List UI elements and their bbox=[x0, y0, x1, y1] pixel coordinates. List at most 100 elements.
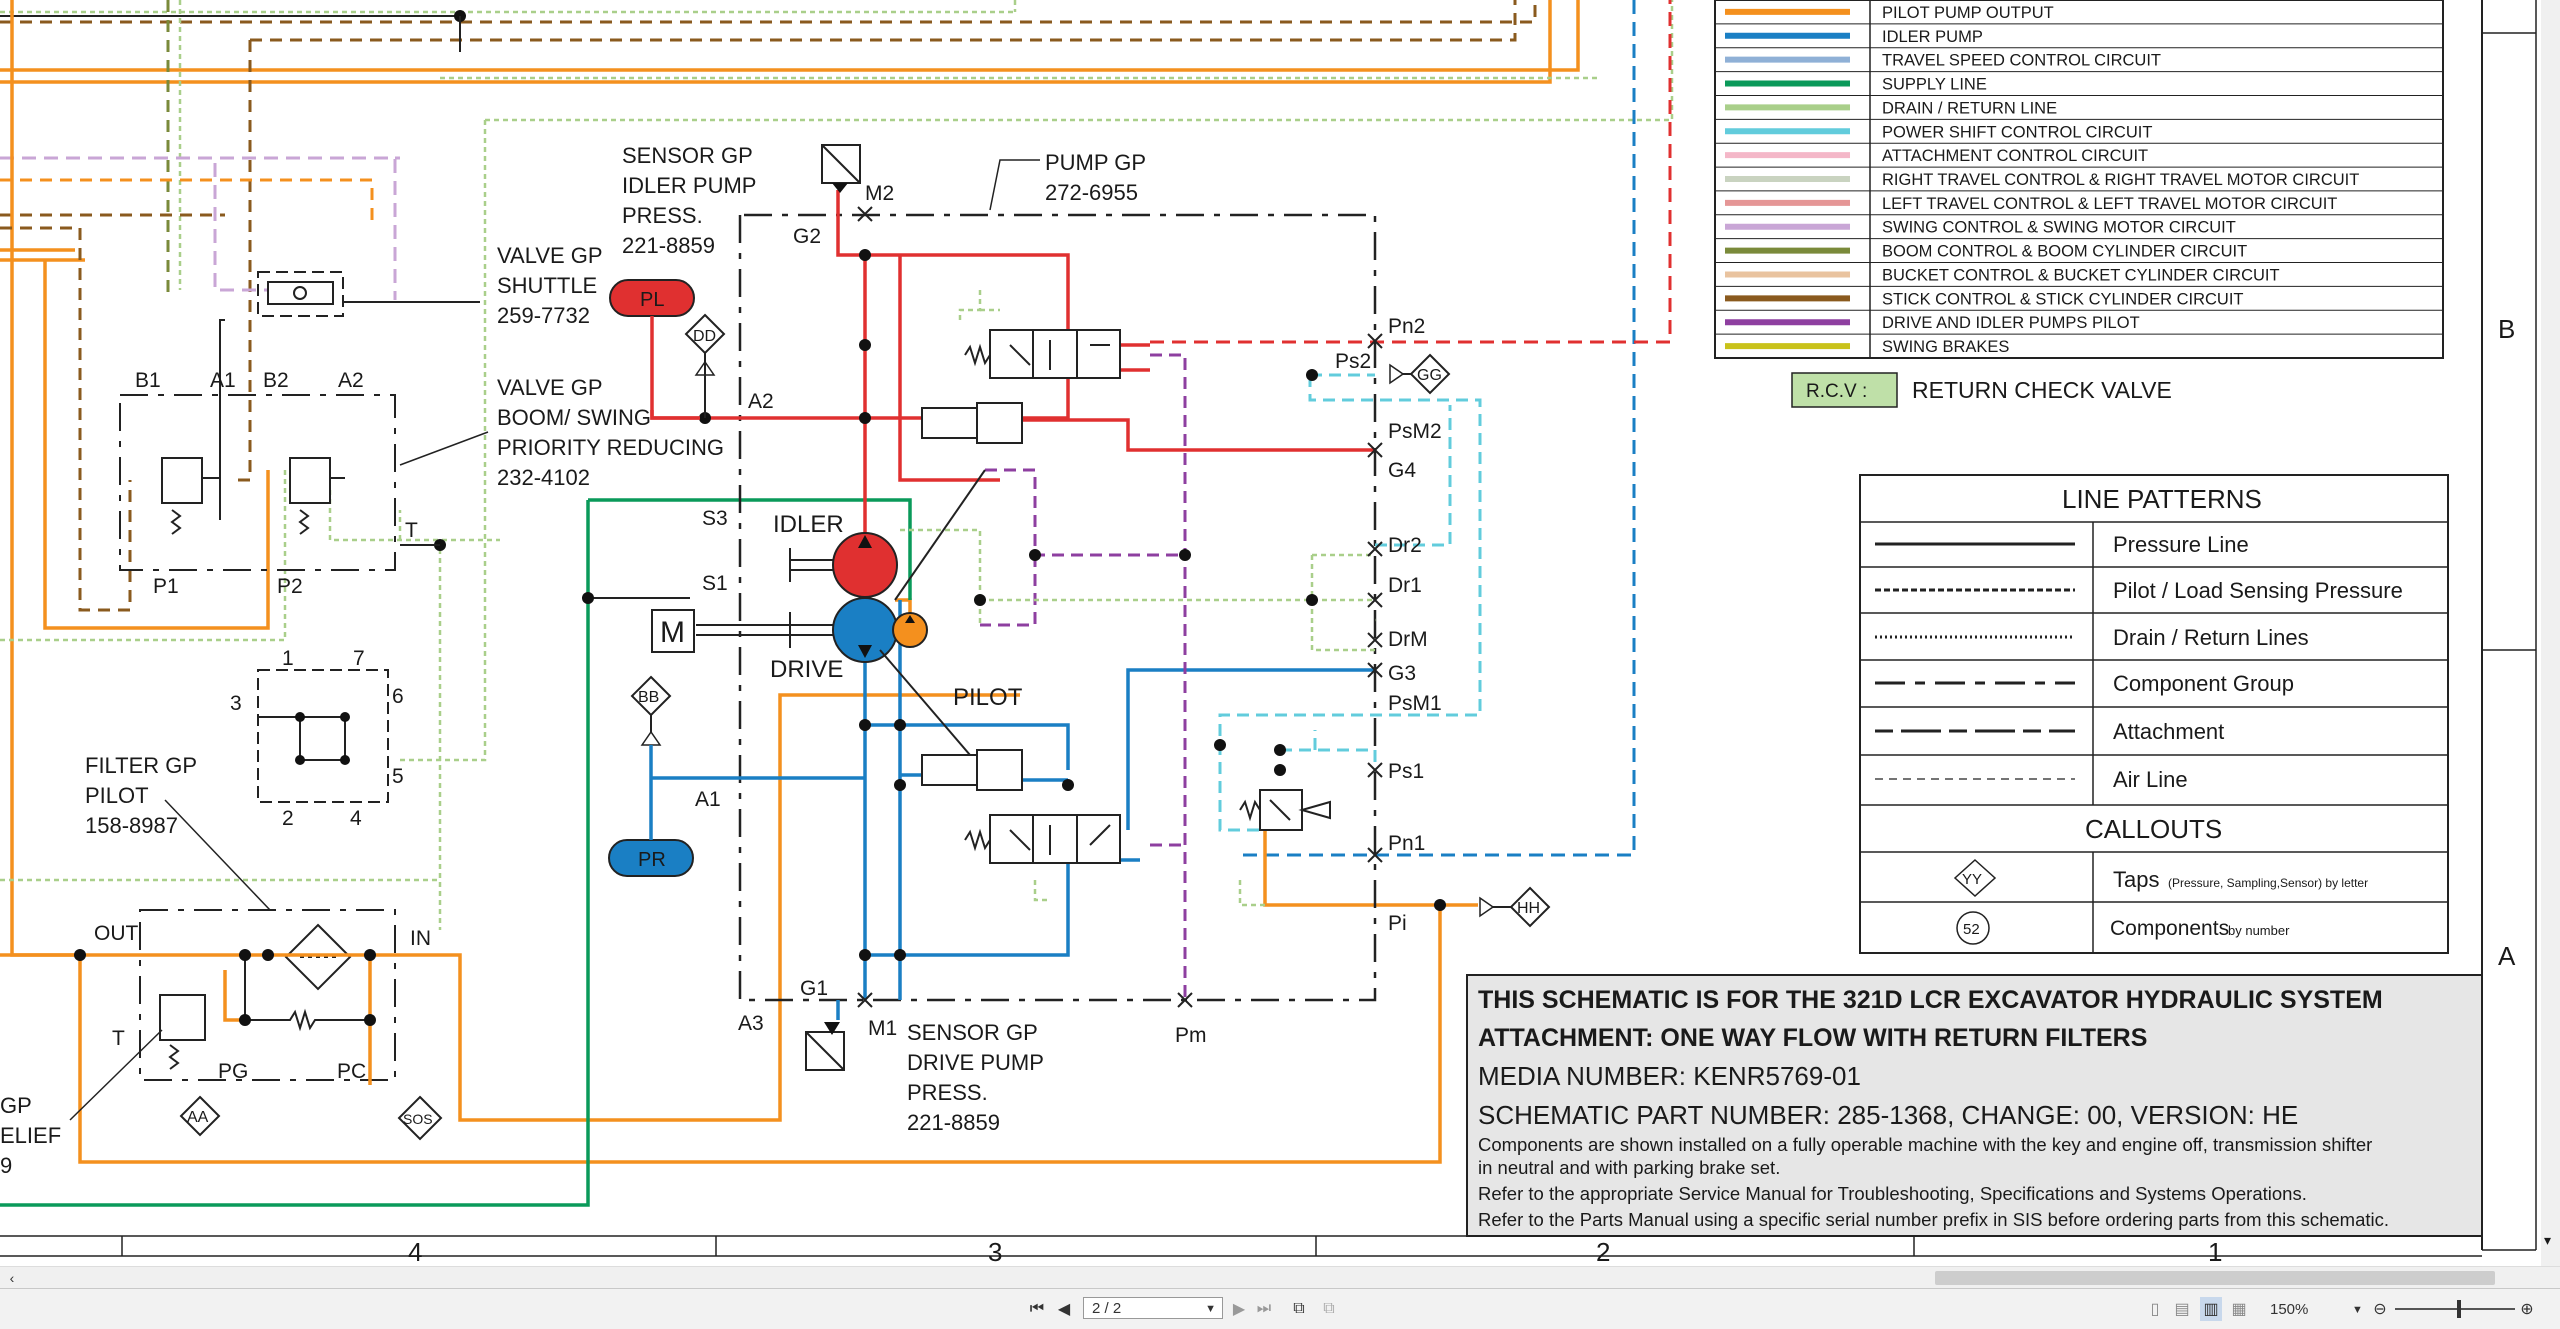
svg-text:B2: B2 bbox=[263, 369, 289, 392]
legend-label: SUPPLY LINE bbox=[1882, 76, 1987, 94]
pilot-filter bbox=[139, 909, 396, 1081]
single-page-view-icon[interactable]: ▯ bbox=[2150, 1301, 2160, 1318]
rotate-view-icon[interactable]: ⧉ bbox=[1293, 1300, 1305, 1317]
svg-text:A2: A2 bbox=[748, 390, 774, 413]
svg-text:(Pressure, Sampling,Sensor) by: (Pressure, Sampling,Sensor) by letter bbox=[2168, 876, 2368, 890]
svg-text:6: 6 bbox=[392, 685, 404, 708]
two-page-view-icon[interactable]: ▥ bbox=[2200, 1297, 2222, 1321]
svg-text:S3: S3 bbox=[702, 507, 728, 530]
zoom-slider[interactable] bbox=[2395, 1300, 2515, 1318]
tap-dd: DD bbox=[684, 313, 726, 418]
svg-text:1: 1 bbox=[282, 647, 294, 670]
legend-label: SWING CONTROL & SWING MOTOR CIRCUIT bbox=[1882, 219, 2236, 237]
svg-text:PUMP GP: PUMP GP bbox=[1045, 150, 1146, 175]
legend-label: TRAVEL SPEED CONTROL CIRCUIT bbox=[1882, 52, 2161, 70]
horizontal-scroll-thumb[interactable] bbox=[1935, 1271, 2495, 1285]
scroll-down-arrow-icon[interactable]: ▾ bbox=[2544, 1232, 2551, 1248]
scroll-left-arrow-icon[interactable]: ‹ bbox=[9, 1270, 15, 1286]
svg-text:Dr1: Dr1 bbox=[1388, 574, 1422, 597]
drive-pressure-lines bbox=[652, 600, 1375, 1020]
svg-text:PL: PL bbox=[640, 289, 664, 311]
junction-block-dots bbox=[295, 712, 350, 765]
rotate-view-alt-icon[interactable]: ⧉ bbox=[1323, 1300, 1335, 1317]
line-patterns-title: LINE PATTERNS bbox=[2062, 484, 2262, 514]
svg-text:A1: A1 bbox=[695, 788, 721, 811]
legend-label: DRAIN / RETURN LINE bbox=[1882, 99, 2057, 117]
vertical-scrollbar[interactable]: ▾ bbox=[2541, 0, 2560, 1266]
page-dropdown-icon: ▼ bbox=[1205, 1303, 1216, 1315]
svg-text:by number: by number bbox=[2228, 923, 2290, 938]
svg-text:A3: A3 bbox=[738, 1012, 764, 1035]
svg-text:T: T bbox=[112, 1027, 125, 1050]
last-page-icon[interactable]: ⏭ bbox=[1256, 1300, 1272, 1317]
pilot-pump bbox=[892, 612, 928, 648]
svg-text:AA: AA bbox=[187, 1109, 209, 1126]
zoom-slider-thumb[interactable] bbox=[2457, 1300, 2461, 1318]
svg-text:Pi: Pi bbox=[1388, 912, 1407, 935]
svg-text:in neutral and with parking br: in neutral and with parking brake set. bbox=[1478, 1157, 1780, 1178]
idler-pump bbox=[832, 532, 898, 598]
svg-text:PG: PG bbox=[218, 1060, 248, 1083]
svg-text:YY: YY bbox=[1962, 871, 1982, 888]
zoom-in-icon[interactable]: ⊕ bbox=[2520, 1301, 2534, 1318]
pump-shafts bbox=[696, 469, 1001, 791]
zone-number-2: 2 bbox=[1596, 1237, 1610, 1266]
legend-label: DRIVE AND IDLER PUMPS PILOT bbox=[1882, 314, 2140, 332]
svg-text:G4: G4 bbox=[1388, 459, 1416, 482]
callout-component-symbol: 52 bbox=[1956, 911, 1990, 945]
prev-page-icon[interactable]: ◀ bbox=[1057, 1301, 1071, 1318]
svg-text:S1: S1 bbox=[702, 572, 728, 595]
svg-text:PRESS.: PRESS. bbox=[622, 203, 703, 228]
svg-text:RETURN CHECK VALVE: RETURN CHECK VALVE bbox=[1912, 377, 2172, 403]
svg-text:SCHEMATIC PART NUMBER: 285-136: SCHEMATIC PART NUMBER: 285-1368, CHANGE:… bbox=[1478, 1100, 2298, 1130]
rcv-legend: R.C.V : RETURN CHECK VALVE bbox=[1791, 372, 2172, 408]
sensor-idler-pump bbox=[821, 144, 861, 193]
svg-text:VALVE GP: VALVE GP bbox=[497, 375, 603, 400]
svg-text:P2: P2 bbox=[277, 575, 303, 598]
svg-text:PRESS.: PRESS. bbox=[907, 1080, 988, 1105]
next-page-icon[interactable]: ▶ bbox=[1232, 1301, 1246, 1318]
svg-text:Refer to the Parts Manual usin: Refer to the Parts Manual using a specif… bbox=[1478, 1209, 2389, 1230]
priority-reducing-valve bbox=[119, 394, 396, 571]
svg-text:Attachment: Attachment bbox=[2113, 719, 2224, 744]
svg-text:Component Group: Component Group bbox=[2113, 671, 2294, 696]
svg-text:Drain / Return Lines: Drain / Return Lines bbox=[2113, 625, 2309, 650]
page-number-field[interactable]: 2 / 2▼ bbox=[1083, 1297, 1223, 1319]
svg-text:Dr2: Dr2 bbox=[1388, 534, 1422, 557]
svg-text:221-8859: 221-8859 bbox=[622, 233, 715, 258]
svg-text:IDLER: IDLER bbox=[773, 511, 844, 538]
svg-text:Pressure Line: Pressure Line bbox=[2113, 532, 2249, 557]
svg-text:Components are shown installed: Components are shown installed on a full… bbox=[1478, 1134, 2372, 1155]
svg-text:T: T bbox=[405, 519, 418, 542]
two-page-continuous-icon[interactable]: ▦ bbox=[2231, 1301, 2247, 1318]
legend-label: LEFT TRAVEL CONTROL & LEFT TRAVEL MOTOR … bbox=[1882, 195, 2337, 213]
port-markers bbox=[857, 206, 1383, 1008]
hydraulic-schematic: B A 4 3 2 1 bbox=[0, 0, 2560, 1266]
zoom-out-icon[interactable]: ⊖ bbox=[2373, 1301, 2387, 1318]
svg-text:Pn1: Pn1 bbox=[1388, 832, 1425, 855]
zone-number-3: 3 bbox=[988, 1237, 1002, 1266]
zoom-level-field[interactable]: 150%▼ bbox=[2270, 1299, 2370, 1321]
svg-text:M1: M1 bbox=[868, 1017, 897, 1040]
svg-text:BB: BB bbox=[638, 689, 659, 706]
hydraulic-lines bbox=[0, 0, 1674, 1207]
svg-text:BOOM/ SWING: BOOM/ SWING bbox=[497, 405, 651, 430]
svg-text:Ps1: Ps1 bbox=[1388, 760, 1424, 783]
svg-text:G3: G3 bbox=[1388, 662, 1416, 685]
svg-text:G2: G2 bbox=[793, 225, 821, 248]
svg-text:PILOT: PILOT bbox=[953, 684, 1023, 711]
tap-gg: GG bbox=[1389, 353, 1451, 395]
svg-text:THIS SCHEMATIC IS FOR THE 321D: THIS SCHEMATIC IS FOR THE 321D LCR EXCAV… bbox=[1478, 986, 2383, 1014]
line-patterns-table: LINE PATTERNS Pressure Line Pilot / Load… bbox=[1859, 474, 2449, 954]
svg-text:PsM1: PsM1 bbox=[1388, 692, 1442, 715]
svg-text:9: 9 bbox=[0, 1153, 12, 1178]
tap-bb: BB bbox=[630, 675, 672, 746]
first-page-icon[interactable]: ⏮ bbox=[1029, 1300, 1045, 1317]
svg-text:Refer to the appropriate Servi: Refer to the appropriate Service Manual … bbox=[1478, 1183, 2307, 1204]
horizontal-scrollbar[interactable]: ‹ bbox=[0, 1266, 2560, 1289]
callout-tap-symbol: YY bbox=[1953, 858, 1997, 898]
continuous-view-icon[interactable]: ▤ bbox=[2174, 1301, 2190, 1318]
pump-name-labels: IDLER DRIVE PILOT bbox=[770, 511, 1023, 711]
svg-text:Pn2: Pn2 bbox=[1388, 315, 1425, 338]
port-labels: M2 G2 A2 S3 S1 A1 A3 G1 M1 Pm Pn2 Ps2 Ps… bbox=[94, 182, 1442, 1083]
